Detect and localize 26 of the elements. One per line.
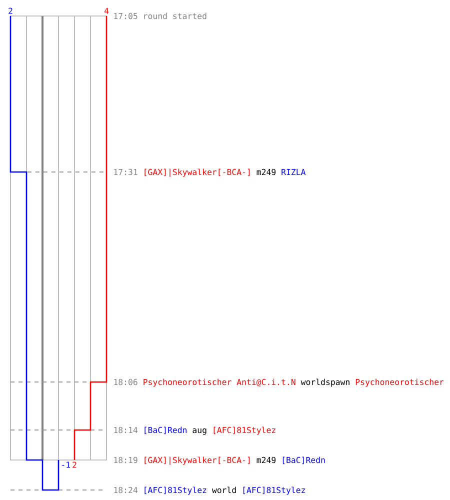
timestamp: 17:05 xyxy=(114,12,138,20)
weapon-name: aug xyxy=(192,428,206,435)
count-label: -1 xyxy=(62,462,70,468)
event-text: round started xyxy=(144,12,206,20)
weapon-name: worldspawn xyxy=(300,378,350,387)
timestamp: 18:06 xyxy=(114,378,138,386)
player-name: Psychoneorotischer Anti@C.i.t.N xyxy=(144,378,296,387)
player-name: RIZLA xyxy=(282,169,306,175)
timestamp: 17:31 xyxy=(114,168,138,176)
weapon-name: m249 xyxy=(256,456,276,464)
count-label: 4 xyxy=(104,8,109,14)
player-name: [BaC]Redn xyxy=(144,426,187,434)
timestamp: 18:24 xyxy=(114,486,138,494)
player-name: [GAX]|Skywalker[-BCA-] xyxy=(144,456,250,465)
player-name: [AFC]81Stylez xyxy=(214,426,276,435)
timestamp: 18:19 xyxy=(114,456,138,464)
weapon-name: world xyxy=(212,486,236,494)
player-name: [AFC]81Stylez xyxy=(144,486,206,495)
count-label: 2 xyxy=(8,8,12,14)
count-label: 2 xyxy=(72,462,76,468)
player-name: [BaC]Redn xyxy=(282,456,325,464)
player-name: [GAX]|Skywalker[-BCA-] xyxy=(144,168,250,177)
player-name: Psychoneorotischer xyxy=(356,378,444,387)
player-name: [AFC]81Stylez xyxy=(243,486,305,495)
timestamp: 18:14 xyxy=(114,426,138,434)
weapon-name: m249 xyxy=(256,168,276,176)
